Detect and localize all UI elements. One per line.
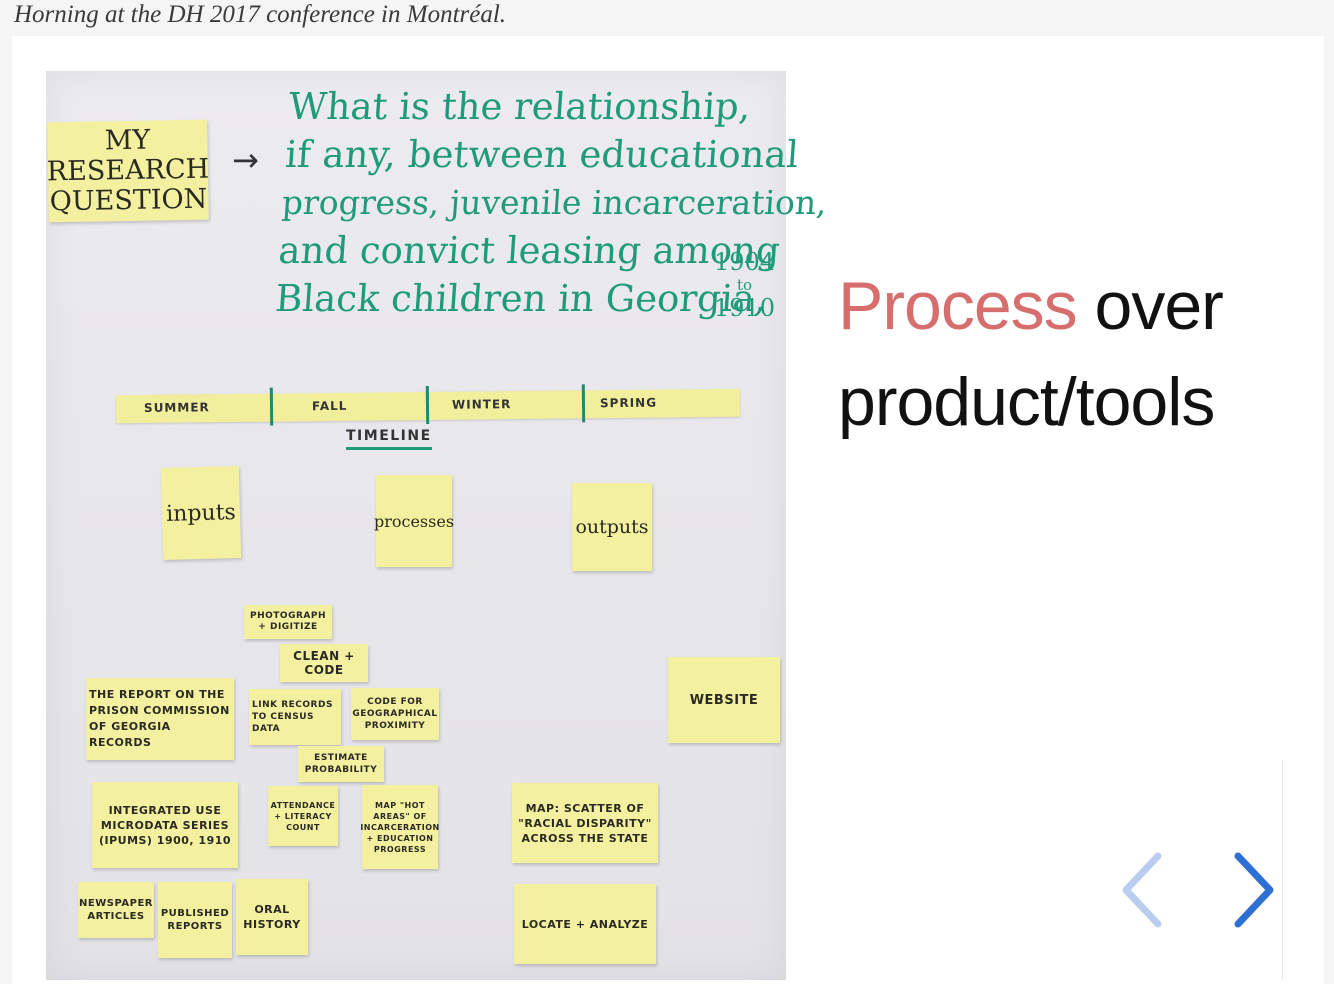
published-reports-note: PUBLISHED REPORTS xyxy=(158,882,232,958)
research-note-line: MY xyxy=(104,124,151,157)
previous-slide-button[interactable] xyxy=(1114,850,1170,930)
year-end: 1910 xyxy=(714,294,776,322)
chevron-left-icon xyxy=(1122,852,1162,928)
headline-rest: over xyxy=(1076,268,1224,344)
research-note-line: RESEARCH xyxy=(46,153,210,188)
website-note: WEBSITE xyxy=(668,657,780,743)
headline-line-1: Process over xyxy=(838,258,1224,354)
slide-edge xyxy=(1282,760,1283,980)
photograph-digitize-note: PHOTOGRAPH + DIGITIZE xyxy=(244,605,332,639)
season-fall: FALL xyxy=(311,398,348,414)
stage-outputs-note: outputs xyxy=(572,483,652,571)
prison-commission-note: THE REPORT ON THE PRISON COMMISSION OF G… xyxy=(86,678,234,760)
question-line: What is the relationship, xyxy=(287,85,753,128)
research-question-note: MY RESEARCH QUESTION xyxy=(46,119,210,223)
geographical-proximity-note: CODE FOR GEOGRAPHICAL PROXIMITY xyxy=(351,688,439,740)
timeline-divider xyxy=(425,385,430,425)
timeline-label: TIMELINE xyxy=(346,428,432,450)
year-to: to xyxy=(737,276,753,294)
headline-line-2: product/tools xyxy=(838,364,1215,440)
photo-caption: Horning at the DH 2017 conference in Mon… xyxy=(14,1,507,28)
next-slide-button[interactable] xyxy=(1226,850,1282,930)
timeline-divider xyxy=(269,387,274,426)
headline-accent: Process xyxy=(838,268,1078,344)
link-records-note: LINK RECORDS TO CENSUS DATA xyxy=(249,689,341,745)
newspaper-articles-note: NEWSPAPER ARTICLES xyxy=(78,882,154,938)
year-start: 1904 xyxy=(714,248,776,276)
oral-history-note: ORAL HISTORY xyxy=(236,879,308,955)
poster-photo: MY RESEARCH QUESTION → What is the relat… xyxy=(46,71,828,980)
season-spring: SPRING xyxy=(599,395,658,411)
stage-inputs-note: inputs xyxy=(160,465,242,561)
attendance-literacy-note: ATTENDANCE + LITERACY COUNT xyxy=(268,786,338,846)
arrow-icon: → xyxy=(232,141,259,179)
question-line: and convict leasing among xyxy=(277,229,782,272)
locate-analyze-note: LOCATE + ANALYZE xyxy=(514,884,656,964)
hot-areas-map-note: MAP "HOT AREAS" OF INCARCERATION + EDUCA… xyxy=(360,785,439,869)
season-winter: WINTER xyxy=(451,397,512,412)
stage-processes-note: processes xyxy=(374,475,454,567)
season-summer: SUMMER xyxy=(143,400,210,415)
chevron-right-icon xyxy=(1234,852,1274,928)
question-line: Black children in Georgia, xyxy=(273,277,769,320)
estimate-probability-note: ESTIMATE PROBABILITY xyxy=(298,746,384,782)
research-note-line: QUESTION xyxy=(49,183,208,218)
timeline-tape: SUMMER FALL WINTER SPRING xyxy=(115,384,741,426)
clean-code-note: CLEAN + CODE xyxy=(280,644,368,682)
ipums-note: INTEGRATED USE MICRODATA SERIES (IPUMS) … xyxy=(92,782,238,868)
question-line: if any, between educational xyxy=(283,133,800,176)
timeline-divider xyxy=(581,384,586,423)
research-question-text: What is the relationship, if any, betwee… xyxy=(273,83,829,323)
year-range: 1904 to 1910 xyxy=(714,248,776,322)
slide-headline: Process over product/tools xyxy=(838,258,1224,450)
question-line: progress, juvenile incarceration, xyxy=(280,183,829,222)
racial-disparity-map-note: MAP: SCATTER OF "RACIAL DISPARITY" ACROS… xyxy=(512,783,658,863)
